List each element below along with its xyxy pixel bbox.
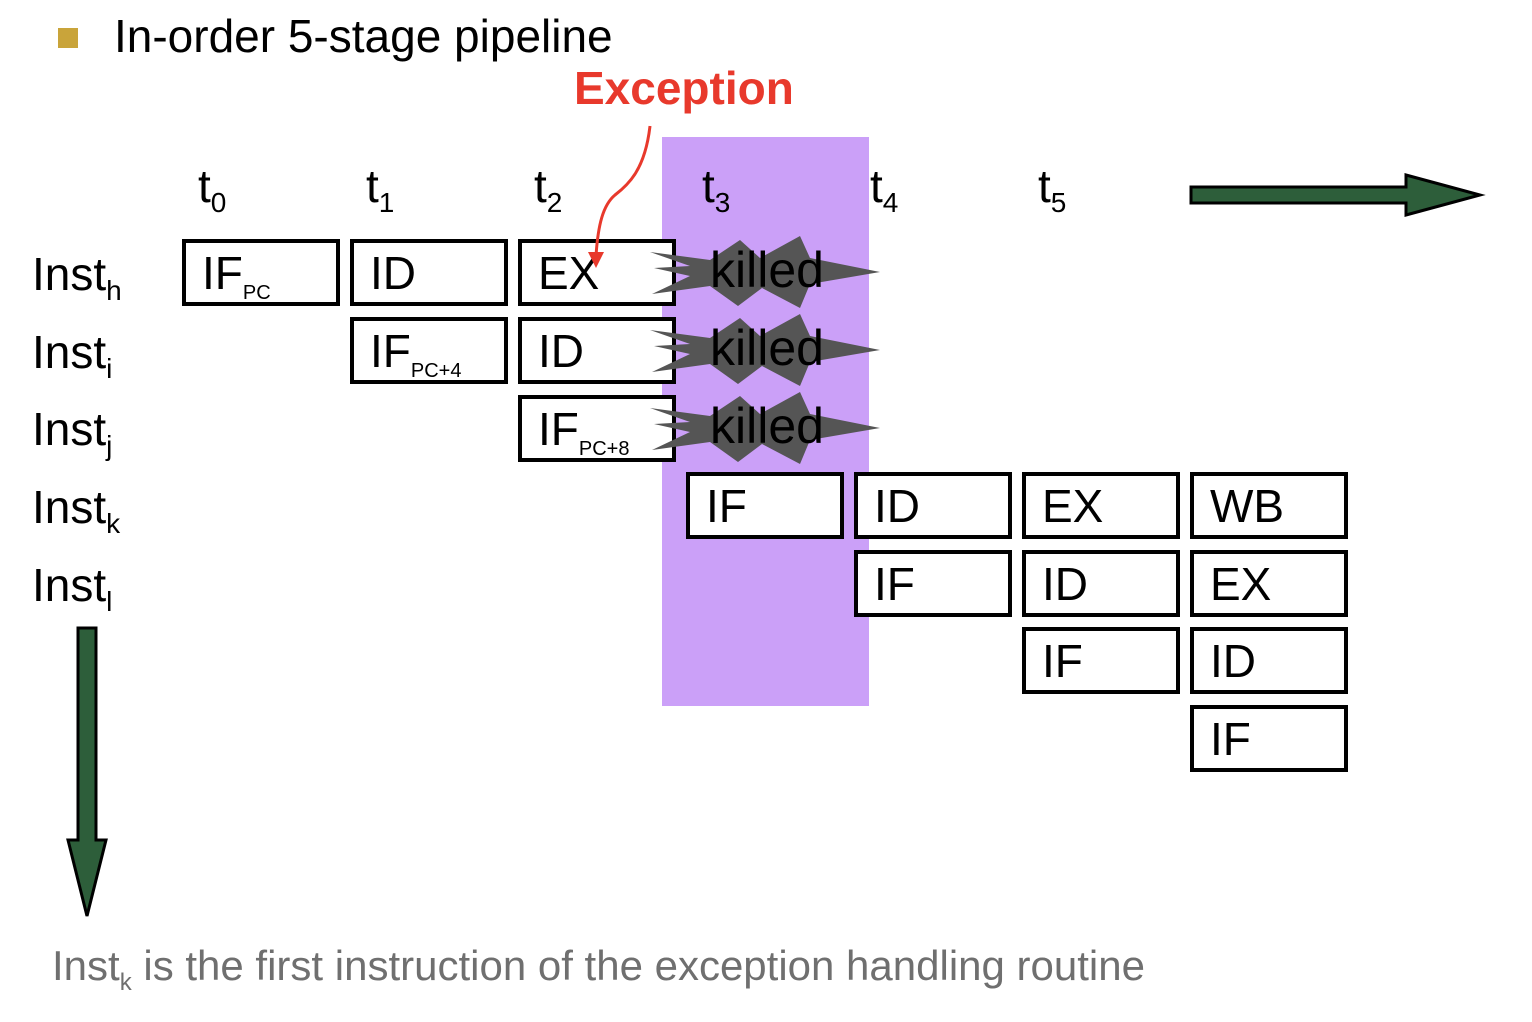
- time-label-t1: t1: [366, 160, 395, 218]
- killed-label-i: killed: [710, 320, 824, 376]
- exception-label: Exception: [574, 62, 794, 114]
- instruction-label-l: Instl: [32, 559, 113, 617]
- stage-cell-h-t0: IFPC: [182, 239, 340, 306]
- down-arrow-icon: [66, 626, 108, 917]
- instruction-label-k: Instk: [32, 481, 121, 539]
- time-label-t2: t2: [534, 160, 563, 218]
- stage-cell-i-t1: IFPC+4: [350, 317, 508, 384]
- stage-cell-k-t5: EX: [1022, 472, 1180, 539]
- time-label-t0: t0: [198, 160, 227, 218]
- explosion-icon: [650, 236, 880, 308]
- stage-cell-i-t2: ID: [518, 317, 676, 384]
- stage-cell-m-t6: ID: [1190, 627, 1348, 694]
- killed-burst-j: killed: [650, 388, 880, 468]
- stage-cell-h-t2: EX: [518, 239, 676, 306]
- explosion-icon: [650, 392, 880, 464]
- stage-cell-l-t4: IF: [854, 550, 1012, 617]
- stage-cell-k-t3: IF: [686, 472, 844, 539]
- killed-burst-i: killed: [650, 310, 880, 390]
- instruction-label-h: Insth: [32, 248, 122, 306]
- footer-note: Instk is the first instruction of the ex…: [52, 942, 1145, 996]
- stage-cell-k-t4: ID: [854, 472, 1012, 539]
- right-arrow-icon: [1189, 173, 1486, 217]
- stage-cell-h-t1: ID: [350, 239, 508, 306]
- stage-cell-m-t5: IF: [1022, 627, 1180, 694]
- stage-cell-l-t5: ID: [1022, 550, 1180, 617]
- bullet-icon: [58, 28, 78, 48]
- killed-label-j: killed: [710, 398, 824, 454]
- time-label-t4: t4: [870, 160, 899, 218]
- exception-pointer-head: [588, 252, 604, 268]
- stage-cell-k-t6: WB: [1190, 472, 1348, 539]
- stage-cell-j-t2: IFPC+8: [518, 395, 676, 462]
- time-label-t3: t3: [702, 160, 731, 218]
- instruction-label-j: Instj: [32, 403, 113, 461]
- stage-cell-l-t6: EX: [1190, 550, 1348, 617]
- explosion-icon: [650, 314, 880, 386]
- time-label-t5: t5: [1038, 160, 1067, 218]
- slide-heading: In-order 5-stage pipeline: [114, 10, 613, 62]
- exception-pointer-arrow: [594, 125, 652, 257]
- killed-burst-h: killed: [650, 232, 880, 312]
- instruction-label-i: Insti: [32, 326, 113, 384]
- killed-label-h: killed: [710, 242, 824, 298]
- stage-cell-n-t6: IF: [1190, 705, 1348, 772]
